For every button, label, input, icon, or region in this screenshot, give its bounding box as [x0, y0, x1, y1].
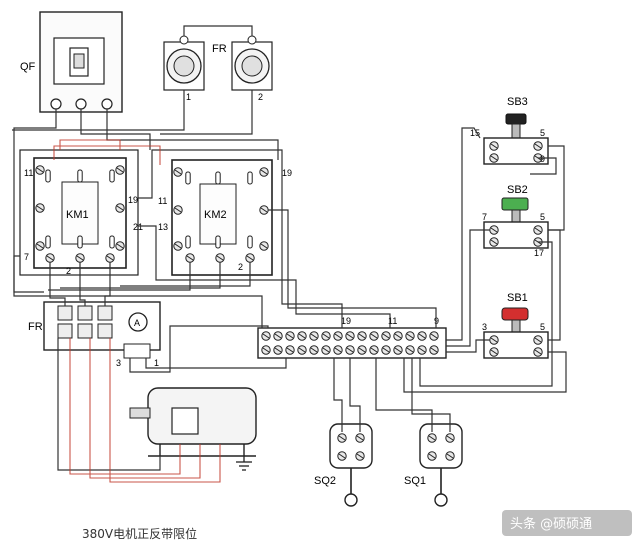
- strip-screw: [333, 345, 343, 355]
- strip-screw: [405, 331, 415, 341]
- fr-thermal-relay: [43, 301, 161, 359]
- pushbutton-sb3: [483, 113, 549, 165]
- km2-terminal-13: 13: [158, 222, 168, 232]
- wire-19-label: 19: [282, 168, 292, 178]
- km2-terminal-2: 2: [238, 262, 243, 272]
- strip-screw: [405, 345, 415, 355]
- sb3-terminal-9: 9: [540, 154, 545, 164]
- strip-screw: [381, 345, 391, 355]
- strip-screw: [297, 345, 307, 355]
- km2-terminal-11: 11: [158, 196, 167, 206]
- strip-terminal-11: 11: [388, 316, 397, 326]
- limit-switch-sq1: [419, 423, 463, 507]
- pushbutton-sb2: [483, 197, 549, 249]
- strip-screw: [429, 331, 439, 341]
- ammeter-label: A: [134, 318, 140, 328]
- qf-label: QF: [20, 61, 36, 73]
- limit-switch-sq2: [329, 423, 373, 507]
- sb3-label: SB3: [507, 96, 528, 108]
- diagram-caption: 380V电机正反带限位: [82, 526, 197, 541]
- fr-terminal-3: 3: [116, 358, 121, 368]
- km2-contactor: [171, 159, 273, 276]
- strip-screw: [429, 345, 439, 355]
- fr-lamp-1: [163, 35, 205, 91]
- sb2-label: SB2: [507, 184, 528, 196]
- km1-terminal-11: 11: [24, 168, 33, 178]
- strip-screw: [369, 331, 379, 341]
- pushbutton-sb1: [483, 307, 549, 359]
- strip-screw: [393, 331, 403, 341]
- sb2-terminal-17: 17: [534, 248, 544, 258]
- km1-contactor: [19, 149, 139, 276]
- sb3-terminal-5: 5: [540, 128, 545, 138]
- strip-screw: [273, 331, 283, 341]
- power-wiring: [53, 139, 221, 483]
- km1-terminal-19: 19: [128, 195, 138, 205]
- strip-screw: [285, 331, 295, 341]
- qf-breaker: [39, 11, 123, 113]
- strip-screw: [309, 345, 319, 355]
- strip-screw: [357, 331, 367, 341]
- strip-screw: [345, 345, 355, 355]
- fr-mid-label: FR: [28, 321, 43, 333]
- strip-screw: [357, 345, 367, 355]
- fr-lamp-2: [231, 35, 273, 91]
- strip-terminal-19: 19: [341, 316, 351, 326]
- km2-label: KM2: [204, 209, 227, 221]
- strip-screw: [381, 331, 391, 341]
- km1-terminal-21: 21: [133, 222, 143, 232]
- sb1-terminal-3: 3: [482, 322, 487, 332]
- strip-screw: [309, 331, 319, 341]
- sb2-terminal-7: 7: [482, 212, 487, 222]
- strip-screw: [273, 345, 283, 355]
- fr-lamp-1-number: 1: [186, 92, 191, 102]
- watermark: 头条 @硕硕通: [502, 510, 632, 536]
- sq2-label: SQ2: [314, 475, 336, 487]
- sb2-terminal-5: 5: [540, 212, 545, 222]
- strip-screw: [321, 345, 331, 355]
- strip-screw: [297, 331, 307, 341]
- control-wiring: [12, 25, 567, 471]
- strip-screw: [345, 331, 355, 341]
- fr-top-label: FR: [212, 43, 227, 55]
- strip-screw: [321, 331, 331, 341]
- sb1-label: SB1: [507, 292, 528, 304]
- sb1-terminal-5: 5: [540, 322, 545, 332]
- strip-screw: [261, 345, 271, 355]
- km1-terminal-7: 7: [24, 252, 29, 262]
- strip-screw: [369, 345, 379, 355]
- strip-screw: [333, 331, 343, 341]
- watermark-text: 头条 @硕硕通: [510, 516, 592, 532]
- strip-screw: [285, 345, 295, 355]
- fr-lamp-2-number: 2: [258, 92, 263, 102]
- motor: [129, 387, 257, 457]
- strip-screw: [417, 331, 427, 341]
- km1-terminal-2: 2: [66, 266, 71, 276]
- ground-icon: [236, 456, 252, 471]
- fr-terminal-1: 1: [154, 358, 159, 368]
- km1-label: KM1: [66, 209, 89, 221]
- strip-screw: [261, 331, 271, 341]
- sq1-label: SQ1: [404, 475, 426, 487]
- strip-screw: [417, 345, 427, 355]
- strip-screw: [393, 345, 403, 355]
- sb3-terminal-15: 15: [470, 128, 480, 138]
